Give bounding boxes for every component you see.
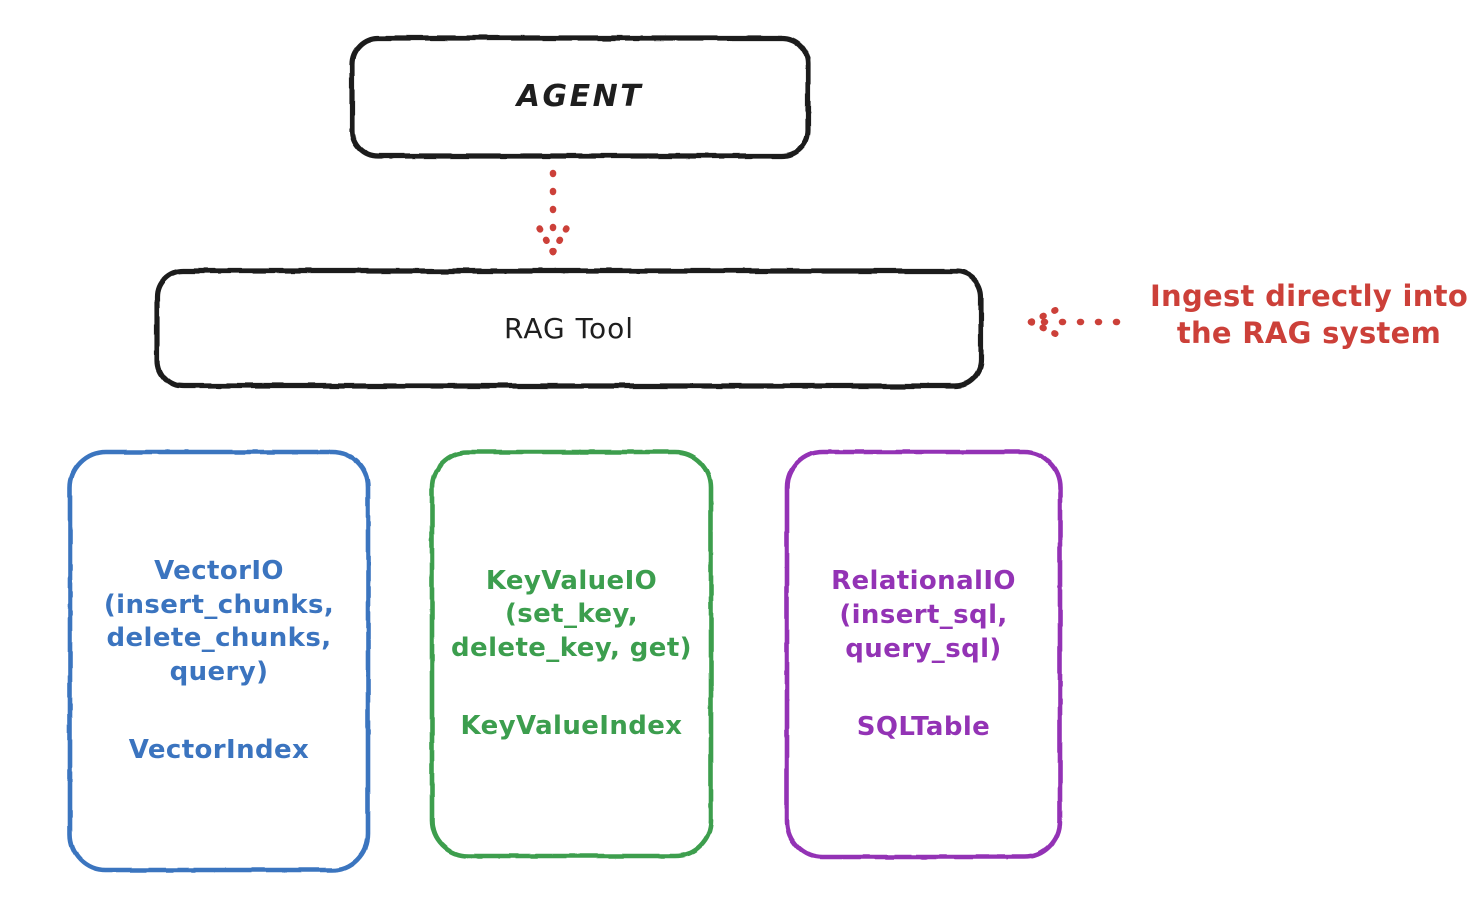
vector-io-methods: VectorIO (insert_chunks, delete_chunks, … [103,555,335,688]
agent-to-rag-arrow-icon [533,169,573,256]
agent-box-label[interactable]: AGENT [516,78,644,114]
rag-tool-box-label[interactable]: RAG Tool [504,311,634,345]
relational-io-box[interactable]: RelationalIO (insert_sql, query_sql) SQL… [787,452,1060,857]
vector-io-box[interactable]: VectorIO (insert_chunks, delete_chunks, … [70,452,368,870]
key-value-io-methods: KeyValueIO (set_key, delete_key, get) [451,565,692,664]
key-value-io-box[interactable]: KeyValueIO (set_key, delete_key, get) Ke… [432,452,711,856]
relational-io-methods: RelationalIO (insert_sql, query_sql) [831,566,1016,664]
ingest-arrow-icon [1027,303,1121,341]
ingest-annotation-text: Ingest directly into the RAG system [1149,279,1469,350]
vector-index-label: VectorIndex [128,734,310,765]
sql-table-label: SQLTable [856,711,991,742]
key-value-index-label: KeyValueIndex [460,711,683,742]
